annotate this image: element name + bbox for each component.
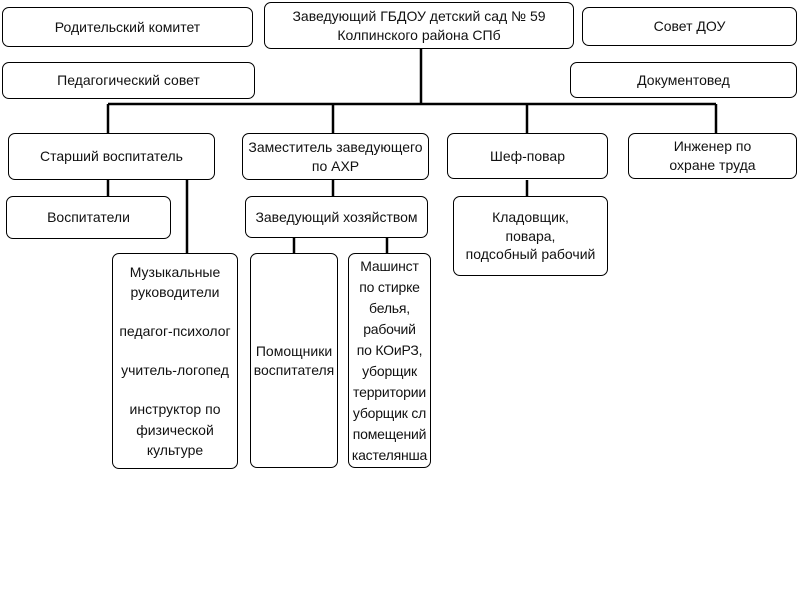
- worker-line-5: по КОиРЗ,: [356, 341, 423, 358]
- housekeeper-box: Заведующий хозяйством: [245, 196, 428, 238]
- specialist-line-2: руководители: [130, 283, 220, 300]
- dou-council-box: Совет ДОУ: [582, 7, 797, 46]
- specialist-line-4: учитель-логопед: [121, 362, 229, 379]
- head-line-2: Колпинского района СПб: [337, 26, 501, 43]
- teachers-box: Воспитатели: [6, 196, 171, 239]
- worker-line-9: помещений: [352, 425, 427, 442]
- worker-line-7: территории: [353, 383, 426, 400]
- kitchen-staff-line-3: подсобный рабочий: [465, 246, 596, 263]
- specialist-line-5: инструктор по: [129, 401, 221, 418]
- head-line-1: Заведующий ГБДОУ детский сад № 59: [292, 7, 546, 24]
- specialist-line-1: Музыкальные: [129, 263, 221, 280]
- kitchen-staff-line-1: Кладовщик,: [492, 208, 569, 225]
- housekeeper-label: Заведующий хозяйством: [255, 208, 418, 225]
- worker-line-3: белья,: [369, 299, 410, 316]
- chef-box: Шеф-повар: [447, 133, 608, 179]
- worker-line-1: Машинст: [360, 257, 419, 274]
- kitchen-staff-line-2: повара,: [505, 227, 556, 244]
- specialists-box: Музыкальные руководители педагог-психоло…: [112, 253, 238, 469]
- worker-line-10: кастелянша: [351, 446, 428, 463]
- parents-committee-box: Родительский комитет: [2, 7, 253, 47]
- deputy-head-box: Заместитель заведующего по АХР: [242, 133, 429, 180]
- assistant-teachers-line-1: Помощники: [255, 342, 333, 359]
- deputy-head-line-2: по АХР: [311, 157, 360, 174]
- assistant-teachers-box: Помощники воспитателя: [250, 253, 338, 468]
- documentation-officer-label: Документовед: [637, 71, 730, 88]
- service-workers-box: Машинст по стирке белья, рабочий по КОиР…: [348, 253, 431, 468]
- kitchen-staff-box: Кладовщик, повара, подсобный рабочий: [453, 196, 608, 276]
- head-box: Заведующий ГБДОУ детский сад № 59 Колпин…: [264, 2, 574, 49]
- labor-safety-line-1: Инженер по: [673, 138, 752, 155]
- specialist-line-3: педагог-психолог: [119, 323, 231, 340]
- pedagogical-council-label: Педагогический совет: [57, 72, 200, 89]
- worker-line-4: рабочий: [363, 320, 416, 337]
- labor-safety-line-2: охране труда: [669, 157, 756, 173]
- teachers-label: Воспитатели: [47, 209, 130, 226]
- chef-label: Шеф-повар: [489, 147, 566, 164]
- worker-line-6: уборщик: [362, 362, 417, 379]
- dou-council-label: Совет ДОУ: [653, 18, 726, 35]
- assistant-teachers-line-2: воспитателя: [253, 361, 335, 378]
- deputy-head-line-1: Заместитель заведующего: [248, 138, 423, 155]
- worker-line-8: уборщик сл: [352, 404, 427, 421]
- specialist-line-6: физической: [136, 421, 214, 438]
- specialist-line-7: культуре: [146, 442, 204, 459]
- labor-safety-engineer-box: Инженер по охране труда: [628, 133, 797, 179]
- senior-educator-label: Старший воспитатель: [40, 148, 183, 165]
- senior-educator-box: Старший воспитатель: [8, 133, 215, 180]
- documentation-officer-box: Документовед: [570, 62, 797, 98]
- parents-committee-label: Родительский комитет: [54, 18, 201, 35]
- worker-line-2: по стирке: [359, 278, 420, 295]
- pedagogical-council-box: Педагогический совет: [2, 62, 255, 99]
